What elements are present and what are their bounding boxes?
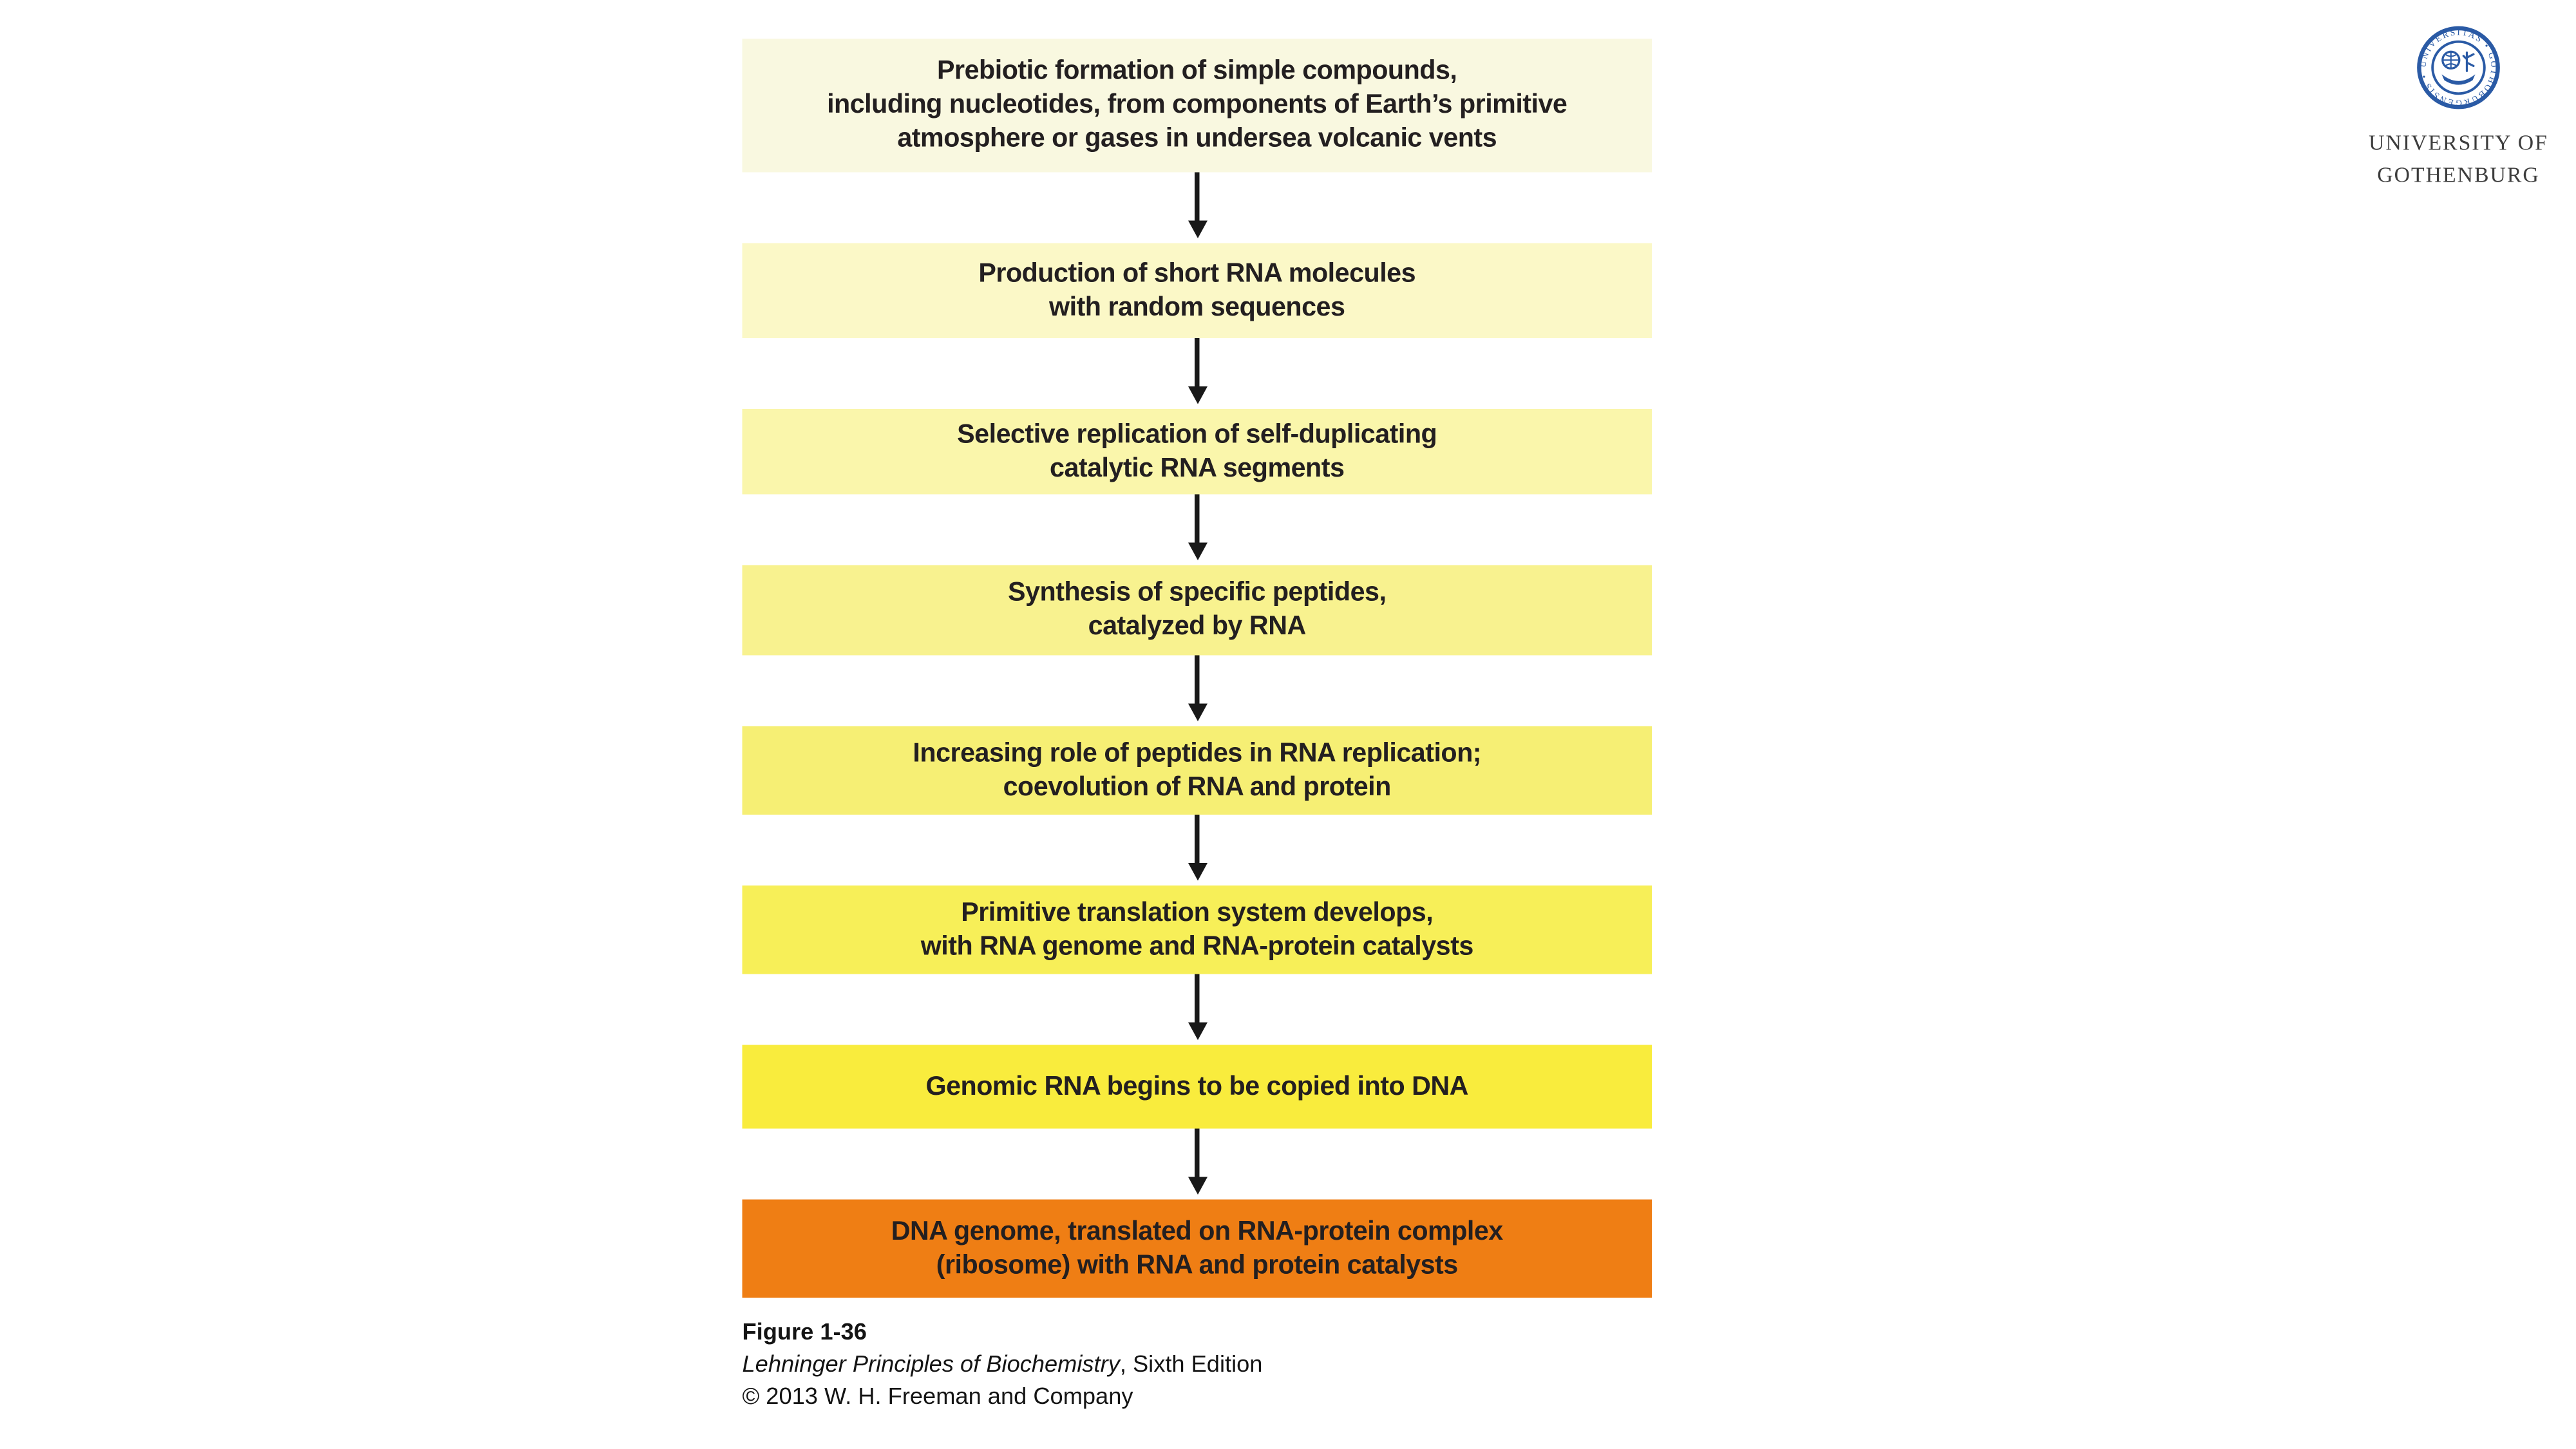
flow-box-rna-copied-to-dna: Genomic RNA begins to be copied into DNA — [742, 1045, 1652, 1129]
flow-box-selective-replication: Selective replication of self-duplicatin… — [742, 409, 1652, 495]
flow-box-dna-genome: DNA genome, translated on RNA-protein co… — [742, 1199, 1652, 1298]
university-name-line2: GOTHENBURG — [2377, 163, 2540, 187]
flow-box-peptide-synthesis: Synthesis of specific peptides, catalyze… — [742, 565, 1652, 656]
down-arrow-icon — [743, 815, 1653, 886]
down-arrow-icon — [743, 172, 1653, 243]
down-arrow-icon — [743, 338, 1653, 409]
university-logo: UNIVERSITAS • GOTHOBURGENSIS • 1891 UNIV… — [2354, 26, 2563, 193]
figure-number: Figure 1-36 — [742, 1320, 867, 1346]
flow-box-peptide-role-increase: Increasing role of peptides in RNA repli… — [742, 726, 1652, 815]
university-name-line1: UNIVERSITY OF — [2369, 130, 2548, 155]
arrow-shaft — [1195, 172, 1200, 222]
arrow-shaft — [1195, 494, 1200, 544]
down-arrow-icon — [743, 655, 1653, 726]
arrow-head — [1187, 542, 1207, 560]
arrow-shaft — [1195, 974, 1200, 1024]
arrow-head — [1187, 386, 1207, 404]
down-arrow-icon — [743, 974, 1653, 1045]
arrow-shaft — [1195, 815, 1200, 865]
down-arrow-icon — [743, 494, 1653, 565]
arrow-head — [1187, 1177, 1207, 1195]
copyright-line: © 2013 W. H. Freeman and Company — [742, 1385, 1133, 1410]
arrow-shaft — [1195, 338, 1200, 388]
arrow-head — [1187, 220, 1207, 238]
university-seal-icon: UNIVERSITAS • GOTHOBURGENSIS • 1891 — [2417, 26, 2500, 109]
flow-box-prebiotic-formation: Prebiotic formation of simple compounds,… — [742, 39, 1652, 173]
arrow-head — [1187, 703, 1207, 721]
arrow-shaft — [1195, 1128, 1200, 1179]
flow-box-short-rna-production: Production of short RNA molecules with r… — [742, 243, 1652, 338]
arrow-shaft — [1195, 655, 1200, 705]
edition-text: , Sixth Edition — [1119, 1352, 1263, 1378]
university-name: UNIVERSITY OF GOTHENBURG — [2354, 128, 2563, 193]
down-arrow-icon — [743, 1128, 1653, 1200]
flow-box-primitive-translation: Primitive translation system develops, w… — [742, 886, 1652, 974]
book-title: Lehninger Principles of Biochemistry — [742, 1352, 1120, 1378]
figure-caption: Figure 1-36 Lehninger Principles of Bioc… — [743, 1317, 1263, 1414]
rna-world-flowchart: Prebiotic formation of simple compounds,… — [742, 39, 1653, 1298]
figure-source: Lehninger Principles of Biochemistry, Si… — [743, 1349, 1263, 1381]
arrow-head — [1187, 863, 1207, 881]
arrow-head — [1187, 1022, 1207, 1040]
